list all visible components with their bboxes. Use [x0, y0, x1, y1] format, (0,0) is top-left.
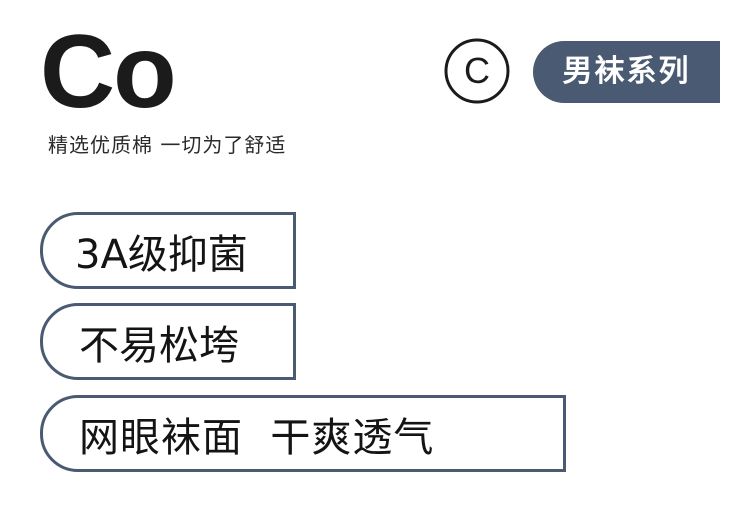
series-badge: 男袜系列 — [533, 41, 720, 103]
feature-tag-mesh-breathable: 网眼袜面 干爽透气 — [40, 395, 566, 472]
feature-label: 3A级抑菌 — [75, 231, 248, 278]
feature-tag-no-sagging: 不易松垮 — [40, 303, 296, 380]
copyright-letter: C — [464, 50, 490, 91]
feature-label: 不易松垮 — [79, 322, 239, 369]
tagline: 精选优质棉 一切为了舒适 — [48, 133, 287, 157]
feature-label: 网眼袜面 干爽透气 — [79, 414, 435, 461]
brand-title: Co — [40, 14, 177, 130]
copyright-icon: C — [444, 38, 510, 104]
feature-tag-antibacterial: 3A级抑菌 — [40, 212, 296, 289]
